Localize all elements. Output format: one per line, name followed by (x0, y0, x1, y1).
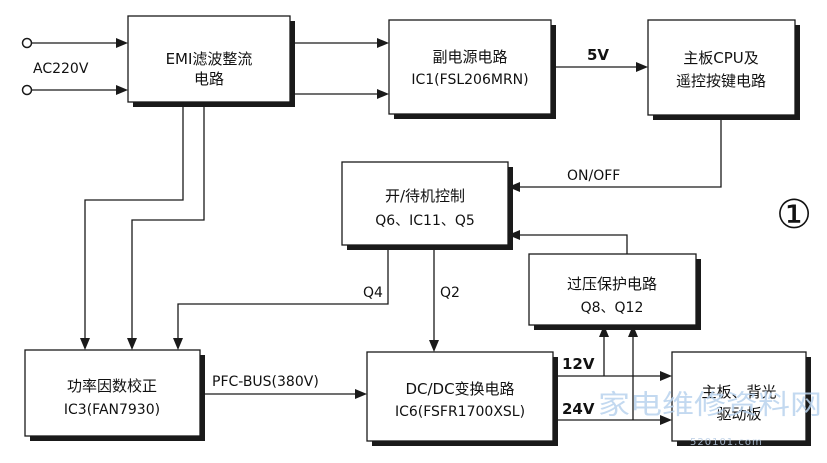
arrow-right-icon (116, 85, 128, 95)
dcdc-converter-block: DC/DC变换电路 IC6(FSFR1700XSL) (366, 351, 558, 446)
arrow-right-icon (636, 62, 648, 72)
dcdc-output-wires: 12V 24V (553, 325, 672, 425)
main-board-line1: 主板、背光 (701, 383, 776, 401)
arrow-right-icon (660, 371, 672, 381)
arrow-down-icon (429, 340, 439, 352)
cpu-block: 主板CPU及 遥控按键电路 (647, 19, 800, 120)
figure-marker: ① (776, 192, 812, 238)
arrow-left-icon (508, 182, 520, 192)
arrow-right-icon (377, 89, 389, 99)
signal-pfc-bus-label: PFC-BUS(380V) (212, 374, 319, 390)
aux-to-cpu-wire: 5V (551, 46, 648, 72)
pfc-block-line2: IC3(FAN7930) (64, 402, 160, 418)
signal-5v-label: 5V (587, 46, 609, 64)
arrow-right-icon (355, 389, 367, 399)
standby-control-block: 开/待机控制 Q6、IC11、Q5 (341, 161, 513, 250)
ovp-block-line2: Q8、Q12 (581, 300, 644, 316)
terminal-icon (21, 37, 33, 49)
aux-block-line1: 副电源电路 (432, 48, 507, 66)
arrow-down-icon (127, 338, 137, 350)
cpu-block-line2: 遥控按键电路 (676, 72, 766, 90)
arrow-down-icon (173, 338, 183, 350)
signal-24v-label: 24V (562, 400, 595, 418)
aux-power-block: 副电源电路 IC1(FSL206MRN) (388, 19, 556, 119)
standby-block-line1: 开/待机控制 (385, 187, 465, 205)
main-board-block: 主板、背光 驱动板 (671, 351, 811, 446)
pfc-block: 功率因数校正 IC3(FAN7930) (24, 349, 205, 441)
watermark-site: 520101.com (690, 437, 763, 448)
dcdc-block-line1: DC/DC变换电路 (405, 380, 514, 398)
ovp-block-line1: 过压保护电路 (567, 275, 657, 293)
ac-input-label: AC220V (33, 61, 89, 77)
watermark: 家电维修资料网 520101.com (598, 390, 822, 448)
arrow-up-icon (628, 325, 638, 337)
standby-to-pfc-wire: Q4 (173, 245, 389, 350)
arrow-left-icon (508, 230, 520, 240)
dcdc-block-line2: IC6(FSFR1700XSL) (395, 404, 525, 420)
emi-block-line1: EMI滤波整流 (166, 50, 253, 68)
overvoltage-protection-block: 过压保护电路 Q8、Q12 (528, 253, 701, 330)
arrow-down-icon (80, 338, 90, 350)
standby-to-dcdc-wire: Q2 (429, 245, 460, 352)
emi-filter-block: EMI滤波整流 电路 (127, 15, 295, 107)
cpu-block-line1: 主板CPU及 (683, 49, 759, 67)
emi-to-aux-wires (290, 38, 389, 99)
standby-block-line2: Q6、IC11、Q5 (375, 213, 475, 229)
arrow-right-icon (116, 38, 128, 48)
cpu-to-standby-wire: ON/OFF (508, 115, 722, 192)
signal-q4-label: Q4 (363, 285, 383, 301)
arrow-right-icon (660, 415, 672, 425)
signal-q2-label: Q2 (440, 285, 460, 301)
signal-12v-label: 12V (562, 355, 595, 373)
arrow-right-icon (377, 38, 389, 48)
terminal-icon (21, 84, 33, 96)
emi-to-pfc-wires (80, 102, 205, 350)
emi-block-line2: 电路 (194, 70, 224, 88)
ac-input: AC220V (21, 37, 128, 96)
main-board-line2: 驱动板 (716, 405, 761, 423)
pfc-bus-wire: PFC-BUS(380V) (200, 374, 367, 399)
arrow-up-icon (599, 325, 609, 337)
signal-on-off-label: ON/OFF (567, 168, 620, 184)
watermark-text: 家电维修资料网 (598, 390, 822, 421)
pfc-block-line1: 功率因数校正 (67, 377, 157, 395)
ovp-to-standby-wire (508, 230, 628, 254)
aux-block-line2: IC1(FSL206MRN) (411, 72, 528, 88)
